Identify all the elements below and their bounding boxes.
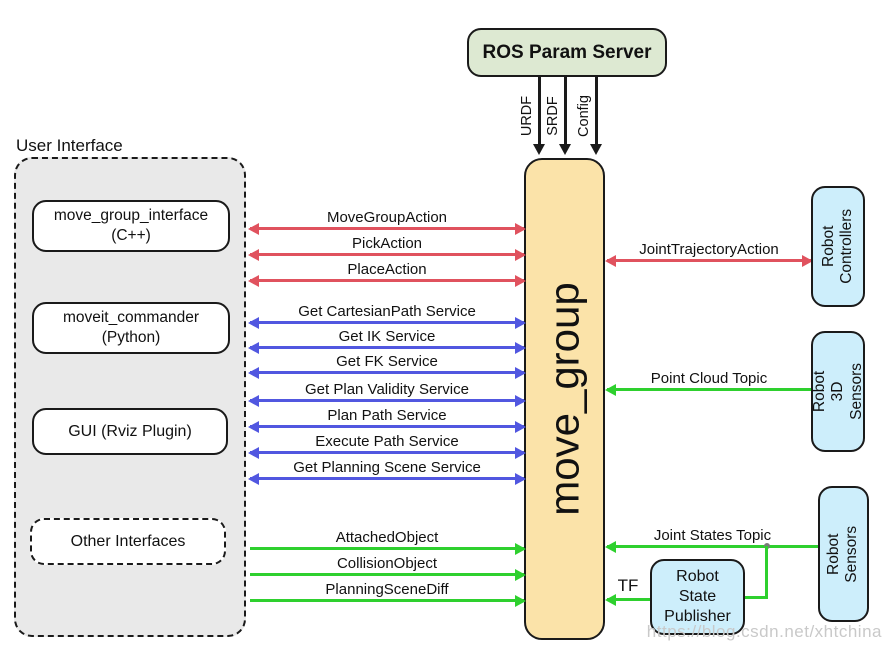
arrowhead-left-icon — [248, 274, 259, 287]
rsp-line3: Publisher — [664, 608, 731, 625]
arrowhead-right-icon — [515, 341, 526, 354]
execute-path-service-label: Execute Path Service — [315, 433, 459, 450]
arrowhead-left-icon — [248, 366, 259, 379]
arrow-get-fk-service: Get FK Service — [248, 353, 526, 379]
arrow-joint-trajectory-action: JointTrajectoryAction — [605, 241, 813, 267]
move-group-interface-box: move_group_interface (C++) — [32, 200, 230, 252]
tf-label: TF — [617, 576, 639, 595]
move-group-interface-lang: (C++) — [111, 227, 151, 244]
other-interfaces-label: Other Interfaces — [70, 532, 186, 550]
arrowhead-left-icon — [248, 472, 259, 485]
moveit-commander-box: moveit_commander (Python) — [32, 302, 230, 354]
robot-sensors-box: Robot Sensors — [818, 486, 869, 622]
move-group-label: move_group — [540, 282, 588, 516]
arrowhead-right-icon — [515, 222, 526, 235]
arrow-place-action: PlaceAction — [248, 261, 526, 287]
get-cartesianpath-service-label: Get CartesianPath Service — [298, 303, 476, 320]
arrowhead-left-icon — [248, 316, 259, 329]
joint-trajectory-action-label: JointTrajectoryAction — [639, 241, 779, 258]
arrowhead-left-icon — [605, 540, 616, 553]
gui-rviz-plugin-label: GUI (Rviz Plugin) — [68, 422, 192, 440]
arrowhead-left-icon — [605, 593, 616, 606]
arrow-pick-action: PickAction — [248, 235, 526, 261]
arrow-planning-scene-diff: PlanningSceneDiff — [250, 581, 526, 607]
move-group-box: move_group — [524, 158, 605, 640]
ros-param-server-box: ROS Param Server — [467, 28, 667, 77]
arrow-get-planning-scene-service: Get Planning Scene Service — [248, 459, 526, 485]
arrowhead-right-icon — [802, 254, 813, 267]
robot-3d-sensors-box: Robot 3D Sensors — [811, 331, 865, 452]
arrowhead-right-icon — [515, 542, 526, 555]
rsp-line2: State — [678, 588, 717, 605]
rsp-line1: Robot — [676, 568, 719, 585]
joint-states-drop-line — [765, 546, 768, 599]
robot-controllers-label: Robot Controllers — [819, 209, 856, 284]
arrowhead-right-icon — [515, 568, 526, 581]
arrow-point-cloud-topic: Point Cloud Topic — [605, 370, 811, 396]
robot-state-publisher-box: Robot State Publisher — [650, 559, 745, 635]
planning-scene-diff-label: PlanningSceneDiff — [325, 581, 449, 598]
arrowhead-right-icon — [515, 274, 526, 287]
arrowhead-right-icon — [515, 316, 526, 329]
urdf-label: URDF — [519, 95, 535, 137]
arrowhead-right-icon — [515, 366, 526, 379]
place-action-label: PlaceAction — [347, 261, 427, 278]
collision-object-label: CollisionObject — [336, 555, 438, 572]
gui-rviz-plugin-box: GUI (Rviz Plugin) — [32, 408, 228, 455]
get-plan-validity-service-label: Get Plan Validity Service — [305, 381, 469, 398]
arrow-execute-path-service: Execute Path Service — [248, 433, 526, 459]
arrowhead-left-icon — [248, 222, 259, 235]
arrow-move-group-action: MoveGroupAction — [248, 209, 526, 235]
move-group-interface-label: move_group_interface — [53, 206, 209, 224]
arrow-collision-object: CollisionObject — [250, 555, 526, 581]
pick-action-label: PickAction — [351, 235, 423, 252]
moveit-commander-label: moveit_commander — [62, 308, 200, 326]
arrow-get-plan-validity-service: Get Plan Validity Service — [248, 381, 526, 407]
robot-3d-sensors-label: Robot 3D Sensors — [810, 363, 865, 420]
arrowhead-left-icon — [248, 341, 259, 354]
arrow-get-ik-service: Get IK Service — [248, 328, 526, 354]
arrow-joint-states-topic: Joint States Topic — [605, 527, 818, 553]
rsp-feed-line — [744, 596, 768, 599]
get-fk-service-label: Get FK Service — [336, 353, 438, 370]
arrow-get-cartesianpath-service: Get CartesianPath Service — [248, 303, 526, 329]
srdf-arrow — [559, 77, 571, 155]
arrowhead-left-icon — [605, 383, 616, 396]
arrowhead-right-icon — [515, 248, 526, 261]
arrowhead-left-icon — [248, 446, 259, 459]
move-group-action-label: MoveGroupAction — [326, 209, 448, 226]
arrow-tf — [605, 593, 650, 606]
arrowhead-right-icon — [515, 472, 526, 485]
urdf-arrow — [533, 77, 545, 155]
other-interfaces-box: Other Interfaces — [30, 518, 226, 565]
robot-sensors-label: Robot Sensors — [825, 525, 861, 583]
robot-controllers-box: Robot Controllers — [811, 186, 865, 307]
get-ik-service-label: Get IK Service — [338, 328, 436, 345]
moveit-commander-lang: (Python) — [101, 329, 161, 346]
arrowhead-right-icon — [515, 446, 526, 459]
config-arrow — [590, 77, 602, 155]
point-cloud-topic-label: Point Cloud Topic — [650, 370, 768, 387]
user-interface-title: User Interface — [16, 136, 123, 155]
config-label: Config — [576, 95, 592, 137]
arrowhead-left-icon — [605, 254, 616, 267]
arrowhead-left-icon — [248, 248, 259, 261]
srdf-label: SRDF — [545, 96, 561, 136]
attached-object-label: AttachedObject — [335, 529, 439, 546]
arrowhead-right-icon — [515, 394, 526, 407]
joint-states-topic-label: Joint States Topic — [653, 527, 772, 544]
arrow-attached-object: AttachedObject — [250, 529, 526, 555]
ros-param-server-label: ROS Param Server — [482, 41, 652, 63]
arrowhead-right-icon — [515, 594, 526, 607]
arrowhead-right-icon — [515, 420, 526, 433]
arrowhead-left-icon — [248, 420, 259, 433]
plan-path-service-label: Plan Path Service — [327, 407, 447, 424]
get-planning-scene-service-label: Get Planning Scene Service — [293, 459, 481, 476]
arrow-plan-path-service: Plan Path Service — [248, 407, 526, 433]
arrowhead-left-icon — [248, 394, 259, 407]
watermark: https://blog.csdn.net/xhtchina — [646, 622, 882, 641]
